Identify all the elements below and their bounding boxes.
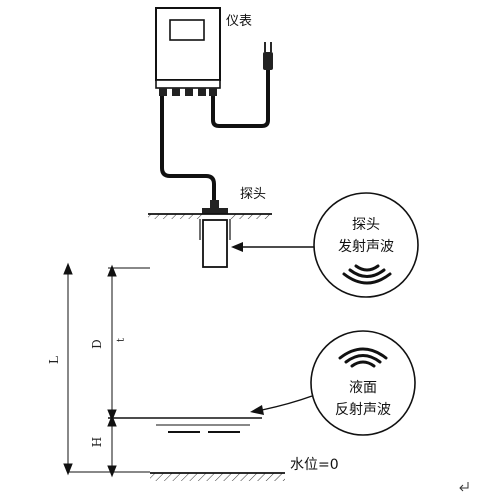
reflect-pointer-arrow xyxy=(250,395,313,415)
dimension-L xyxy=(63,262,73,476)
emit-bubble-line2: 发射声波 xyxy=(338,239,394,255)
meter-terminal-block xyxy=(155,79,221,89)
meter xyxy=(155,7,221,96)
emit-pointer-arrow xyxy=(231,242,314,252)
probe-neck xyxy=(210,200,219,210)
emit-sound-bubble: 探头 发射声波 xyxy=(313,192,419,298)
reflect-bubble-line2: 反射声波 xyxy=(335,402,391,418)
dim-L-label: L xyxy=(47,356,61,364)
probe xyxy=(202,200,228,268)
cable-gland xyxy=(209,88,217,96)
liquid-ripples xyxy=(156,424,250,433)
cable-gland xyxy=(172,88,180,96)
dim-D-label: D xyxy=(90,339,104,349)
mounting-surface xyxy=(148,213,272,240)
meter-body xyxy=(155,7,221,81)
reflect-bubble-line1: 液面 xyxy=(349,380,377,396)
probe-flange xyxy=(202,208,228,214)
probe-label: 探头 xyxy=(240,187,266,202)
power-cable xyxy=(211,70,270,128)
meter-label: 仪表 xyxy=(226,14,252,29)
tank-bottom xyxy=(150,472,285,481)
probe-body xyxy=(202,219,228,268)
water-level-label: 水位=0 xyxy=(290,457,339,473)
emit-bubble-line1: 探头 xyxy=(352,217,380,233)
reflect-sound-bubble: 液面 反射声波 xyxy=(310,330,416,436)
cable-gland xyxy=(185,88,193,96)
probe-cable xyxy=(160,96,216,202)
cable-gland xyxy=(159,88,167,96)
sound-wave-up-icon xyxy=(338,347,388,368)
dim-t-label: t xyxy=(116,338,127,342)
meter-display xyxy=(169,19,205,41)
dimension-H xyxy=(107,414,117,478)
cable-gland xyxy=(198,88,206,96)
return-mark-icon xyxy=(459,482,469,492)
dim-H-label: H xyxy=(90,437,104,447)
dimension-D xyxy=(107,264,117,422)
plug-icon xyxy=(263,42,273,70)
sound-wave-down-icon xyxy=(342,264,392,285)
